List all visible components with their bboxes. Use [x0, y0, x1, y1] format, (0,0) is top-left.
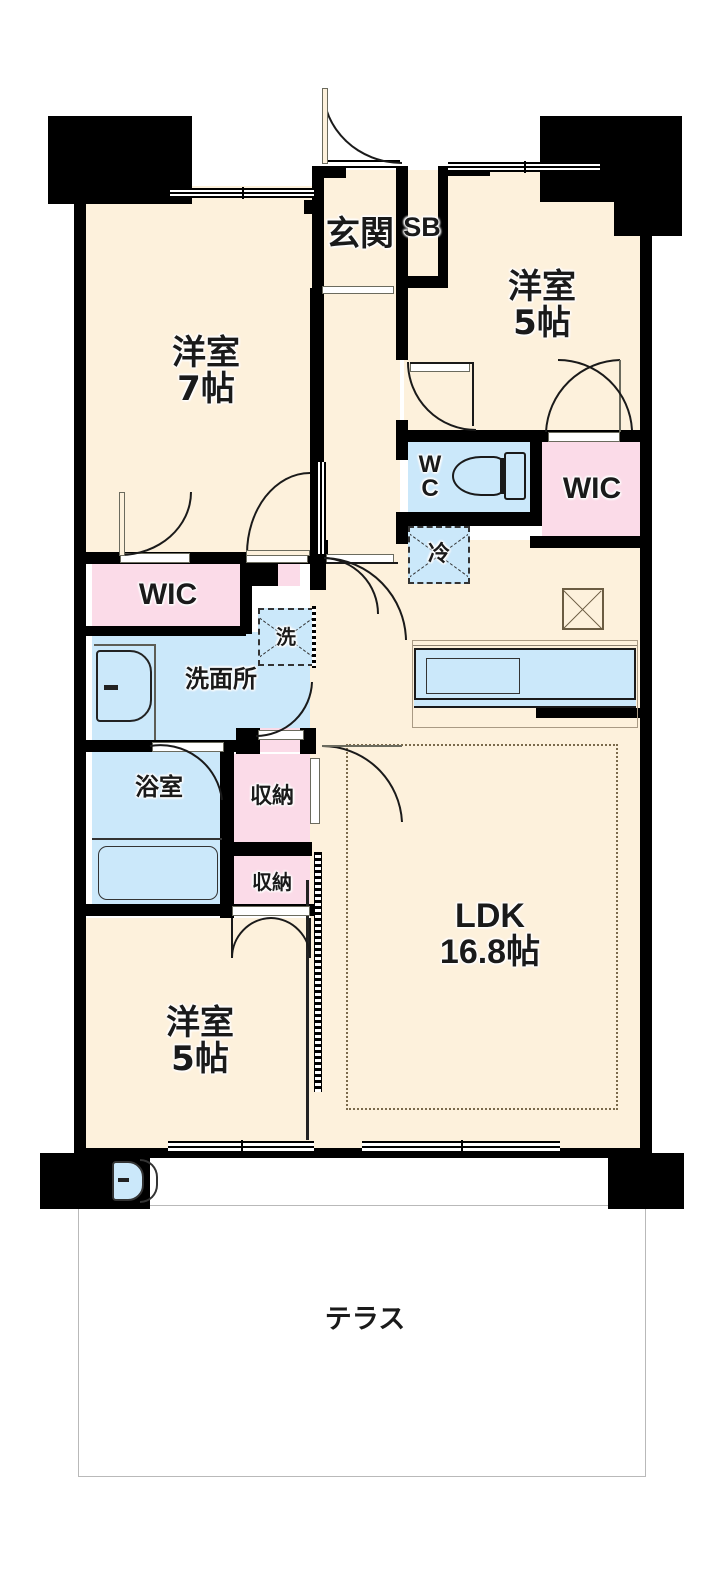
entrance-door-slab[interactable]	[322, 160, 400, 168]
sliding-partition[interactable]	[314, 852, 322, 1092]
toilet-lid	[500, 458, 505, 494]
wic-left-area	[92, 562, 244, 630]
door-leaf-bedroom7-b	[246, 550, 310, 556]
closet-stub-2	[276, 562, 300, 586]
wall-wic-left-bottom	[86, 626, 246, 636]
exterior-wall-bottom	[74, 1148, 652, 1158]
exterior-wall-left	[74, 186, 86, 1154]
structure-block-bottom-right	[608, 1153, 684, 1209]
door-gap-storage-2[interactable]	[232, 906, 310, 916]
window-bedroom-7jo-top	[170, 187, 314, 199]
door-swing-bedroom5-right-arc	[407, 361, 477, 431]
window-corridor	[316, 462, 326, 554]
hall-area	[320, 290, 400, 570]
door-swing-wic-right	[545, 359, 621, 433]
exterior-wall-top-right-2	[598, 166, 652, 176]
fridge-space	[408, 526, 470, 584]
wall-storage-left	[220, 740, 234, 918]
terrace-area	[78, 1205, 646, 1477]
door-swing-bedroom5-right-b	[557, 358, 633, 431]
exterior-wall-top-left	[74, 186, 170, 196]
sb-wall-bottom	[396, 276, 448, 288]
door-swing-hall-arc-2	[323, 557, 379, 615]
wall-bath-bottom	[86, 904, 226, 916]
window-bedroom-5jo-top	[448, 161, 600, 173]
door-leaf-bedroom7-a	[119, 492, 125, 556]
wall-ldk-partition-top	[396, 526, 408, 544]
vanity-counter-top	[94, 644, 156, 646]
ldk-zone-outline	[346, 744, 618, 1110]
wall-wic-right-bottom	[530, 536, 648, 548]
vanity-counter-line	[154, 644, 156, 740]
vanity-basin	[96, 650, 152, 722]
exterior-wall-top-entrance-left	[312, 166, 324, 296]
wall-storage-divider	[232, 842, 312, 856]
entrance-jamb-left	[304, 200, 322, 214]
kitchen-counter	[414, 648, 636, 700]
wall-jamb-b	[236, 728, 260, 754]
storage-1-area	[232, 754, 310, 842]
sliding-partition-track	[306, 880, 309, 1140]
balcony-sink-tap	[118, 1178, 129, 1182]
door-gap-storage-1[interactable]	[310, 758, 320, 824]
bathtub	[98, 846, 218, 900]
exterior-wall-top-mid	[312, 166, 346, 178]
entrance-area	[320, 170, 400, 290]
balcony-sink-arc	[140, 1159, 158, 1203]
kitchen-zone-outline	[412, 640, 638, 728]
bath-divider	[92, 838, 222, 840]
door-gap-wic-right[interactable]	[548, 432, 620, 442]
window-bedroom-5jo-bottom	[168, 1140, 314, 1154]
washer-space	[258, 608, 314, 666]
door-swing-washroom	[255, 681, 313, 737]
kitchen-wall-stub	[536, 708, 640, 718]
storage-2-area	[232, 856, 310, 906]
door-swing-storage-2	[231, 917, 311, 959]
wall-toilet-bottom	[396, 512, 542, 526]
wall-hall-right	[396, 288, 408, 360]
wall-hall-right-2	[396, 420, 408, 460]
door-swing-hall	[326, 562, 398, 634]
wall-toilet-right	[530, 442, 542, 526]
window-ldk-bottom	[362, 1140, 560, 1154]
kitchen-sink	[426, 658, 520, 694]
exterior-wall-right	[640, 170, 652, 1154]
bedroom-5jo-left-area	[84, 918, 310, 1150]
pillar-icon	[562, 588, 604, 630]
door-swing-hall-arc	[325, 557, 407, 641]
wic-right-area	[542, 442, 642, 538]
washer-track	[312, 606, 316, 668]
entrance-wall-right	[396, 166, 408, 288]
door-gap-entrance-inner[interactable]	[322, 286, 394, 294]
toilet-tank	[504, 452, 526, 500]
entrance-door-leaf	[322, 88, 328, 164]
door-swing-bedroom5-right	[410, 362, 474, 426]
kitchen-counter-edge	[414, 700, 636, 708]
door-swing-bath	[149, 744, 223, 801]
sb-wall-right	[438, 166, 448, 288]
wall-wic-left-right	[240, 552, 252, 634]
entrance-door-swing	[322, 88, 402, 164]
door-swing-corridor	[321, 744, 403, 823]
wall-jamb-c	[300, 728, 316, 754]
door-gap-bedroom7-a[interactable]	[120, 553, 190, 563]
